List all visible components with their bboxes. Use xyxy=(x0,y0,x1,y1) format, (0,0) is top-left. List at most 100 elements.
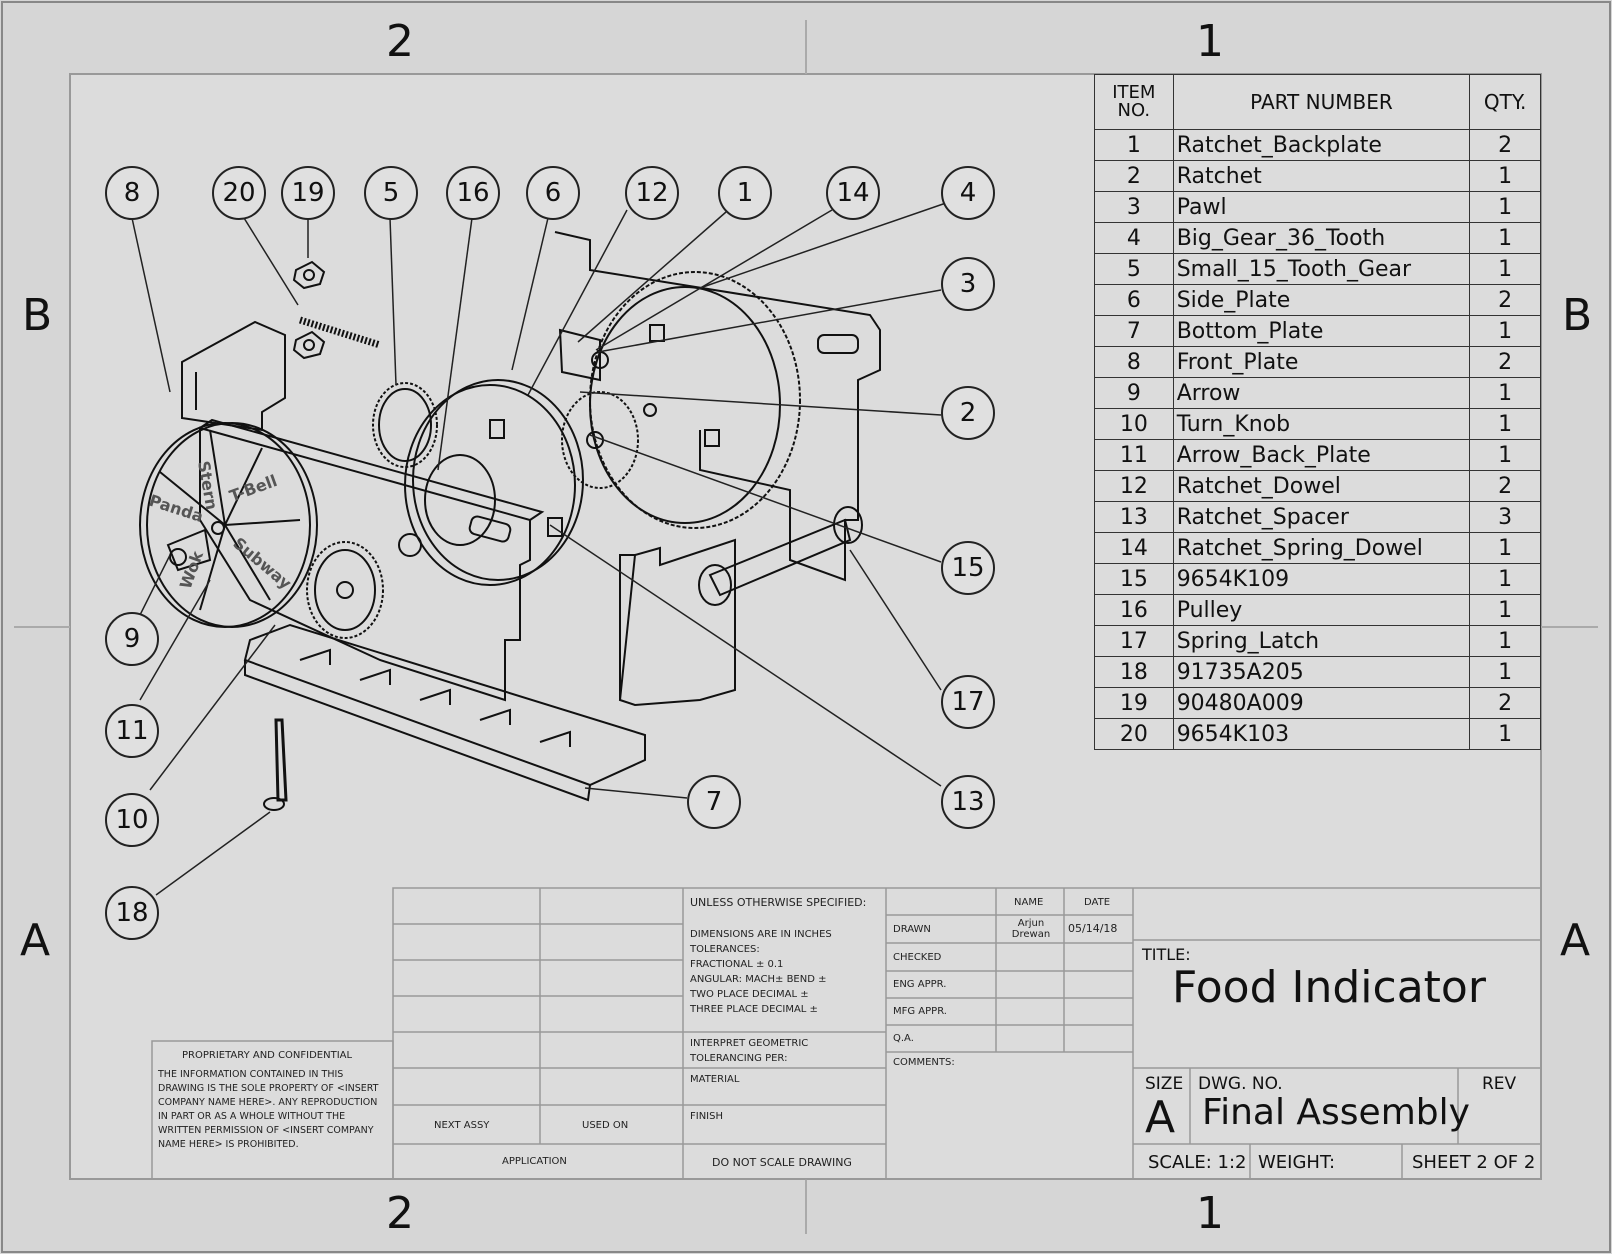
bom-cell-qty: 2 xyxy=(1469,129,1541,161)
balloon-11: 11 xyxy=(105,704,159,758)
balloon-2: 2 xyxy=(941,386,995,440)
bom-cell-item: 4 xyxy=(1094,222,1174,254)
size-label: SIZE xyxy=(1145,1074,1184,1094)
balloon-15: 15 xyxy=(941,541,995,595)
next-assy-label: NEXT ASSY xyxy=(434,1120,490,1131)
bom-cell-qty: 1 xyxy=(1469,439,1541,471)
bom-cell-part: 9654K103 xyxy=(1172,718,1471,750)
bom-cell-part: Small_15_Tooth_Gear xyxy=(1172,253,1471,285)
three-place-tolerance: THREE PLACE DECIMAL ± xyxy=(690,1004,818,1015)
bom-cell-part: Pawl xyxy=(1172,191,1471,223)
bom-cell-part: Bottom_Plate xyxy=(1172,315,1471,347)
material-label: MATERIAL xyxy=(690,1074,740,1085)
eng-appr-label: ENG APPR. xyxy=(893,979,947,990)
balloon-1: 1 xyxy=(718,166,772,220)
fractional-tolerance: FRACTIONAL ± 0.1 xyxy=(690,959,784,970)
bom-cell-qty: 1 xyxy=(1469,253,1541,285)
bom-cell-qty: 1 xyxy=(1469,656,1541,688)
bom-cell-qty: 1 xyxy=(1469,625,1541,657)
bom-cell-part: Side_Plate xyxy=(1172,284,1471,316)
bom-cell-part: Arrow xyxy=(1172,377,1471,409)
bom-cell-qty: 1 xyxy=(1469,532,1541,564)
checked-label: CHECKED xyxy=(893,952,942,963)
zone-top-1: 1 xyxy=(1196,16,1224,67)
bom-cell-part: 90480A009 xyxy=(1172,687,1471,719)
bom-cell-item: 11 xyxy=(1094,439,1174,471)
bom-cell-part: Arrow_Back_Plate xyxy=(1172,439,1471,471)
comments-label: COMMENTS: xyxy=(893,1057,955,1068)
balloon-8: 8 xyxy=(105,166,159,220)
bom-cell-item: 2 xyxy=(1094,160,1174,192)
balloon-17: 17 xyxy=(941,675,995,729)
bom-cell-qty: 1 xyxy=(1469,563,1541,595)
bom-cell-qty: 1 xyxy=(1469,191,1541,223)
balloon-7: 7 xyxy=(687,775,741,829)
bom-cell-item: 3 xyxy=(1094,191,1174,223)
rev-label: REV xyxy=(1482,1074,1517,1094)
bom-cell-part: 9654K109 xyxy=(1172,563,1471,595)
zone-left-a: A xyxy=(20,915,51,966)
bom-cell-qty: 1 xyxy=(1469,377,1541,409)
bom-cell-item: 8 xyxy=(1094,346,1174,378)
zone-right-a: A xyxy=(1560,915,1591,966)
balloon-6: 6 xyxy=(526,166,580,220)
bom-header-row: ITEM NO. PART NUMBER QTY. xyxy=(1094,74,1541,130)
bom-cell-part: Ratchet_Spacer xyxy=(1172,501,1471,533)
bom-cell-part: Pulley xyxy=(1172,594,1471,626)
zone-bottom-1: 1 xyxy=(1196,1188,1224,1239)
qa-label: Q.A. xyxy=(893,1033,914,1044)
bom-cell-item: 9 xyxy=(1094,377,1174,409)
zone-bottom-2: 2 xyxy=(386,1188,414,1239)
balloon-5: 5 xyxy=(364,166,418,220)
bom-cell-item: 10 xyxy=(1094,408,1174,440)
bom-cell-part: 91735A205 xyxy=(1172,656,1471,688)
balloon-14: 14 xyxy=(826,166,880,220)
bom-cell-item: 20 xyxy=(1094,718,1174,750)
drawing-number: Final Assembly xyxy=(1202,1092,1470,1133)
bom-cell-item: 19 xyxy=(1094,687,1174,719)
bom-cell-part: Ratchet xyxy=(1172,160,1471,192)
bom-header-item: ITEM NO. xyxy=(1094,74,1174,130)
bom-cell-item: 12 xyxy=(1094,470,1174,502)
zone-top-2: 2 xyxy=(386,16,414,67)
balloon-19: 19 xyxy=(281,166,335,220)
bom-cell-qty: 1 xyxy=(1469,718,1541,750)
unless-specified-label: UNLESS OTHERWISE SPECIFIED: xyxy=(690,896,867,909)
bom-cell-item: 1 xyxy=(1094,129,1174,161)
drawn-label: DRAWN xyxy=(893,924,931,935)
zone-right-b: B xyxy=(1562,290,1593,341)
bom-cell-qty: 3 xyxy=(1469,501,1541,533)
bom-cell-part: Big_Gear_36_Tooth xyxy=(1172,222,1471,254)
bom-cell-qty: 1 xyxy=(1469,315,1541,347)
balloon-10: 10 xyxy=(105,793,159,847)
balloon-13: 13 xyxy=(941,775,995,829)
bom-cell-part: Spring_Latch xyxy=(1172,625,1471,657)
bom-cell-qty: 2 xyxy=(1469,687,1541,719)
bom-cell-qty: 2 xyxy=(1469,346,1541,378)
date-header: DATE xyxy=(1084,897,1111,908)
name-header: NAME xyxy=(1014,897,1044,908)
bom-cell-part: Ratchet_Spring_Dowel xyxy=(1172,532,1471,564)
bom-cell-item: 17 xyxy=(1094,625,1174,657)
sheet-size: A xyxy=(1145,1092,1176,1143)
balloon-20: 20 xyxy=(212,166,266,220)
proprietary-title: PROPRIETARY AND CONFIDENTIAL xyxy=(182,1050,353,1061)
finish-label: FINISH xyxy=(690,1111,723,1122)
tolerances-label: TOLERANCES: xyxy=(690,944,760,955)
bom-cell-part: Turn_Knob xyxy=(1172,408,1471,440)
